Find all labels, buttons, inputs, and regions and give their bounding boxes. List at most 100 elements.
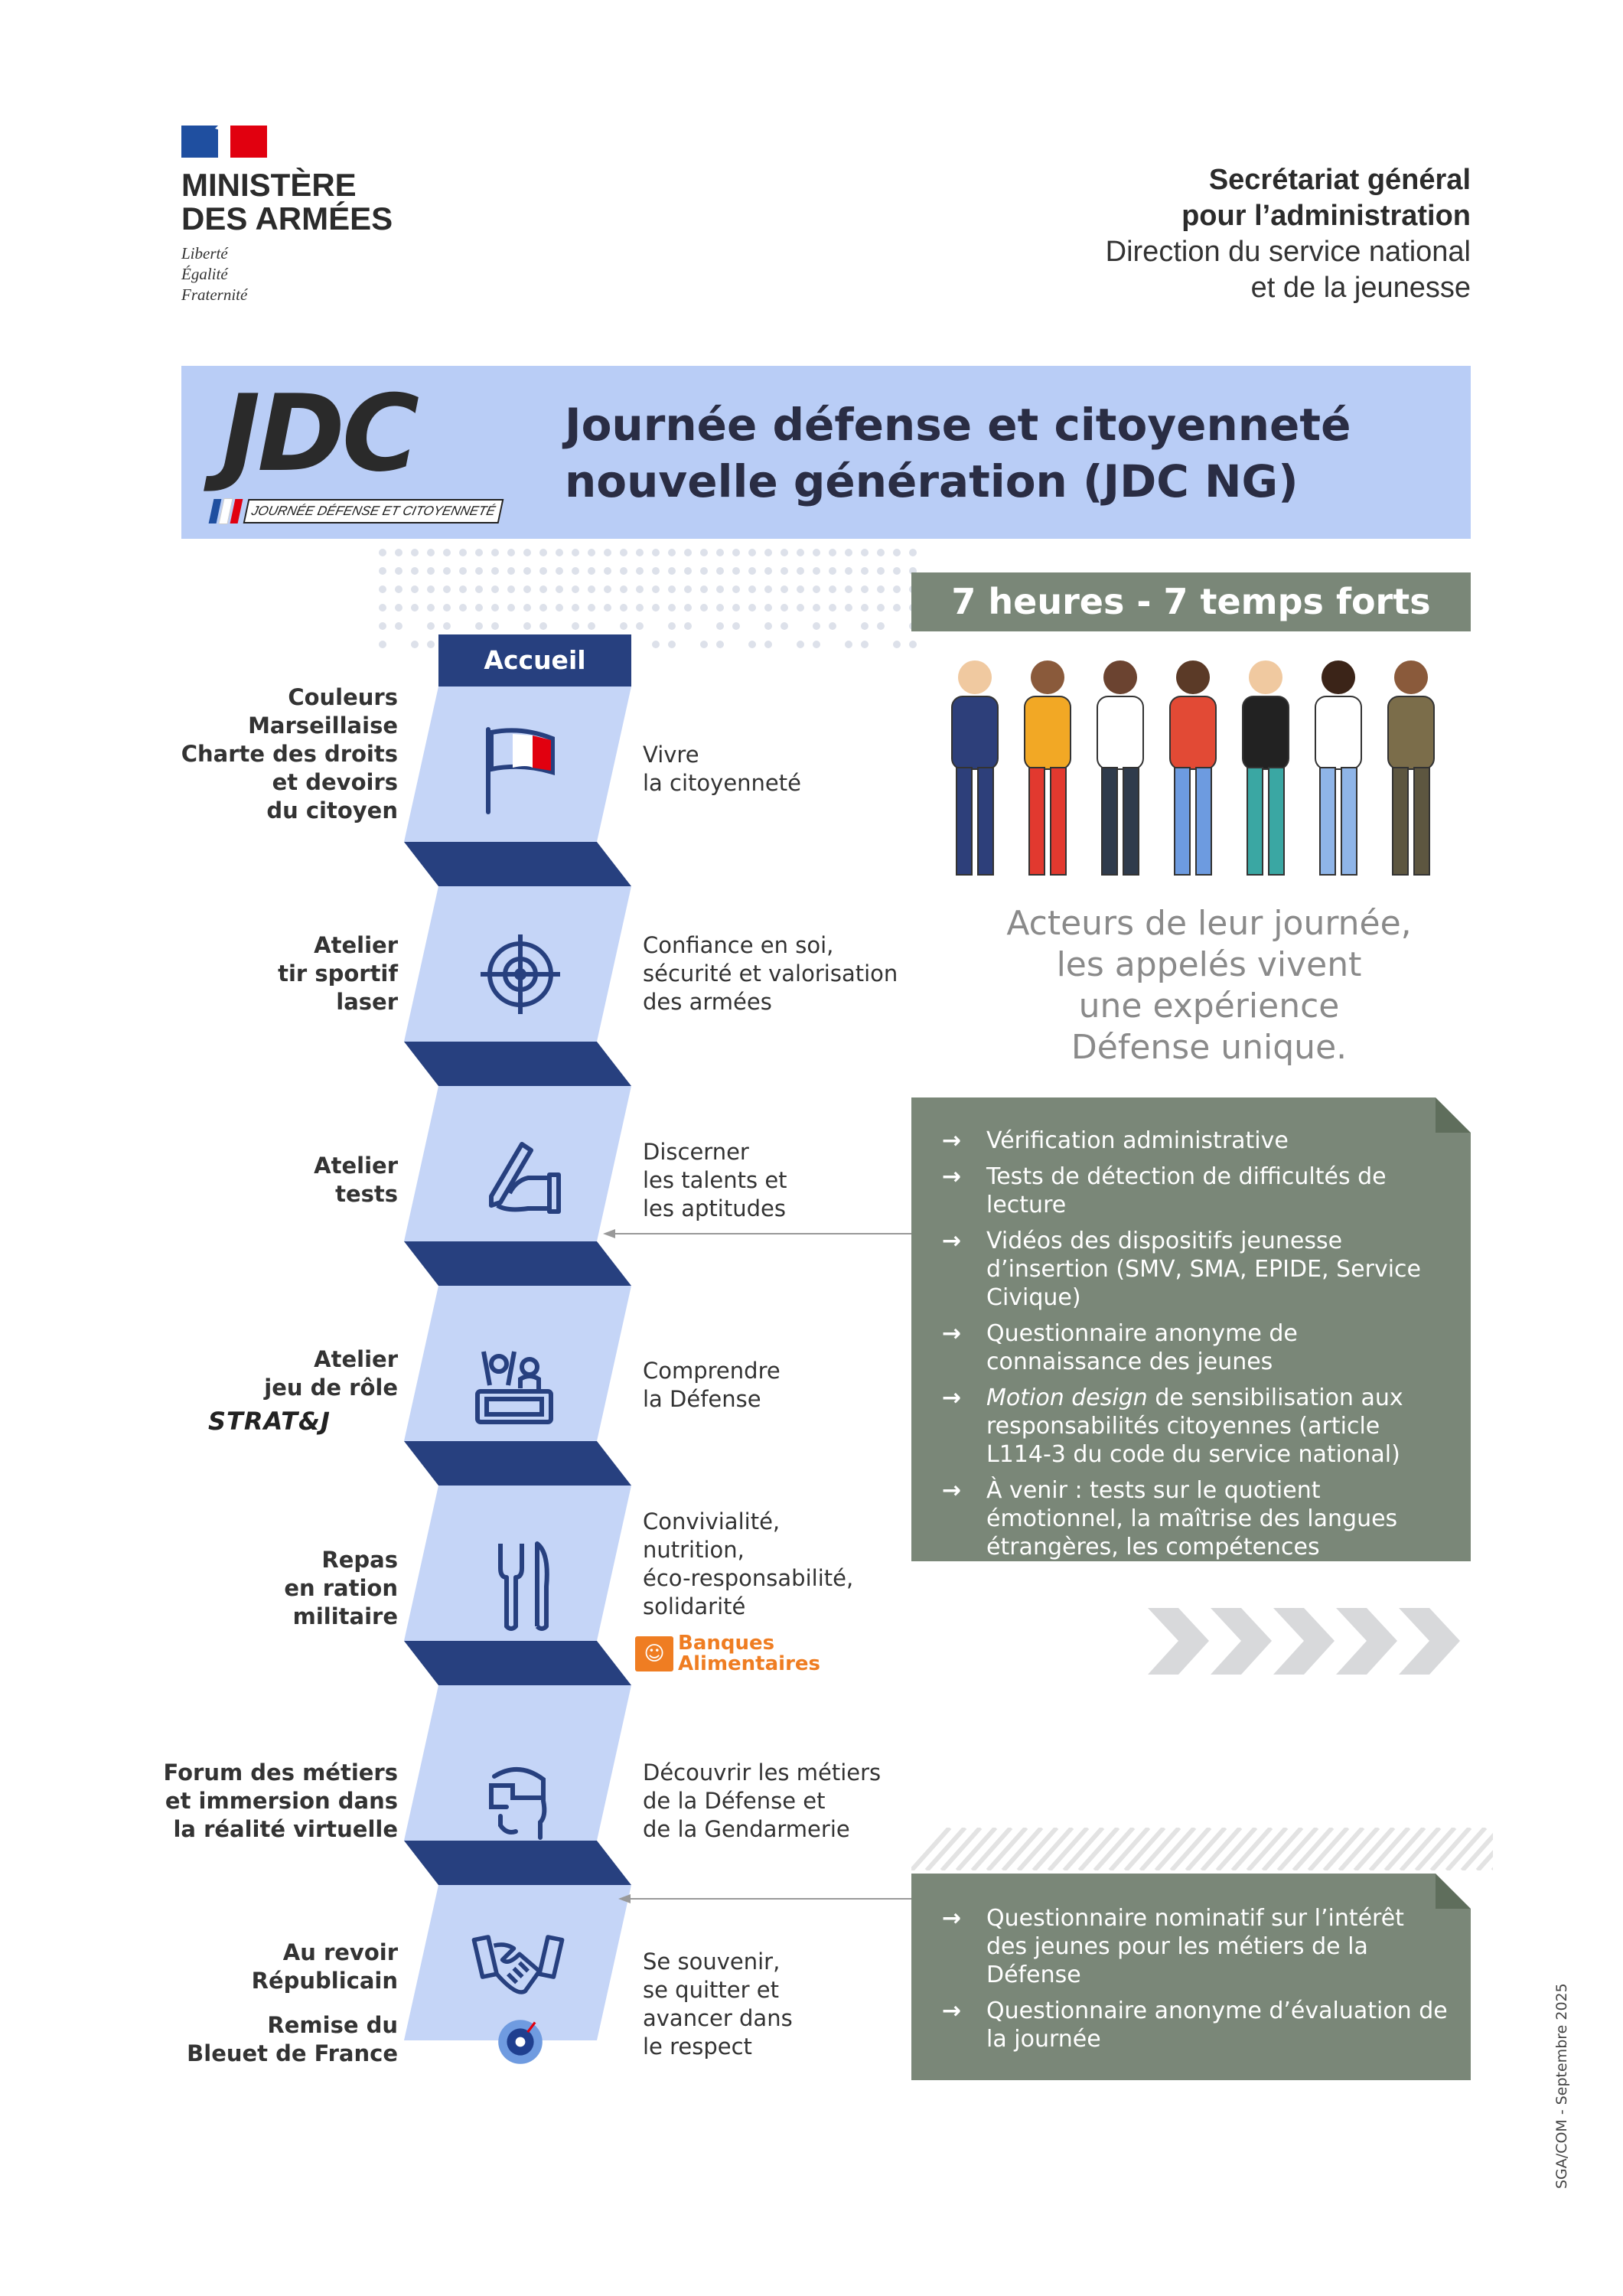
dot <box>845 567 852 575</box>
stripe <box>1338 1828 1380 1870</box>
banques-alimentaires-logo: ☺ Banques Alimentaires <box>635 1633 820 1675</box>
dot <box>861 567 869 575</box>
dot <box>877 604 885 612</box>
first-session-activities-box: →Vérification administrative →Tests de d… <box>911 1097 1471 1589</box>
dot <box>797 585 804 593</box>
dot <box>797 604 804 612</box>
dot <box>636 585 644 593</box>
dot <box>652 585 660 593</box>
dot <box>813 641 820 648</box>
stripe <box>911 1828 952 1870</box>
person-leg <box>1319 767 1336 876</box>
dot <box>668 604 676 612</box>
dot <box>893 604 901 612</box>
dot <box>845 585 852 593</box>
dot <box>379 622 386 630</box>
dot <box>813 604 820 612</box>
stripe <box>1276 1828 1319 1870</box>
handshake-icon <box>471 1935 565 1994</box>
list-item: →Vidéos des dispositifs jeunesse d’inser… <box>942 1228 1421 1311</box>
dot <box>668 567 676 575</box>
stripe <box>1307 1828 1350 1870</box>
list-item: →Tests de détection de difficultés de le… <box>942 1163 1387 1218</box>
dot <box>556 604 563 612</box>
list-item: →Vérification administrative <box>942 1127 1289 1154</box>
dot <box>764 549 772 556</box>
list-item: →Questionnaire nominatif sur l’intérêt d… <box>942 1905 1404 1988</box>
dot <box>764 567 772 575</box>
timeline-panel <box>404 1086 631 1241</box>
role-play-icon <box>475 1351 553 1424</box>
person-torso <box>1097 696 1144 770</box>
dot <box>539 567 547 575</box>
arrow-right-icon: → <box>942 1998 962 2024</box>
dot <box>732 622 740 630</box>
step-label-1: Couleurs Marseillaise Charte des droits … <box>181 684 398 823</box>
dot <box>636 604 644 612</box>
dot <box>797 567 804 575</box>
bleuet-de-france-icon <box>498 2020 543 2064</box>
dot <box>845 549 852 556</box>
dot <box>732 567 740 575</box>
org-line-2: pour l’administration <box>1181 200 1471 232</box>
dot <box>764 604 772 612</box>
person-torso <box>951 696 999 770</box>
dot <box>716 622 724 630</box>
dot <box>732 549 740 556</box>
person-head <box>1176 660 1210 694</box>
dot <box>668 622 676 630</box>
person-leg <box>1413 767 1430 876</box>
dot <box>523 622 531 630</box>
stripe <box>1108 1828 1151 1870</box>
dot <box>475 549 483 556</box>
timeline-fold <box>404 1241 631 1286</box>
stripe <box>1047 1828 1090 1870</box>
dot <box>556 567 563 575</box>
dot <box>732 604 740 612</box>
stratj-brand-logo: STRAT&J <box>208 1407 331 1436</box>
person-leg <box>1268 767 1285 876</box>
dot <box>636 567 644 575</box>
stripe <box>1368 1828 1411 1870</box>
dot <box>700 567 708 575</box>
dot <box>861 604 869 612</box>
list-item: →Questionnaire anonyme de connaissance d… <box>942 1320 1298 1375</box>
dot <box>427 567 435 575</box>
dot <box>893 549 901 556</box>
dot <box>411 585 419 593</box>
stripe <box>924 1828 967 1870</box>
dot <box>700 549 708 556</box>
step-label-2: Atelier tir sportif laser <box>278 932 398 1015</box>
dot <box>877 567 885 575</box>
folded-corner <box>1436 1097 1471 1133</box>
dot <box>909 641 917 648</box>
timeline-fold <box>404 842 631 886</box>
org-line-3: Direction du service national <box>1105 236 1471 268</box>
dot <box>379 549 386 556</box>
chevron-icon <box>1148 1608 1209 1675</box>
person-leg <box>1247 767 1263 876</box>
dot <box>411 604 419 612</box>
dot <box>636 622 644 630</box>
person-torso <box>1242 696 1289 770</box>
dot <box>459 567 467 575</box>
person-head <box>958 660 992 694</box>
highlights-heading: 7 heures - 7 temps forts <box>911 572 1471 631</box>
stripe <box>1093 1828 1136 1870</box>
dot <box>620 622 627 630</box>
dot <box>572 604 579 612</box>
document-credit: SGA/COM - Septembre 2025 <box>1553 1983 1570 2189</box>
dot <box>877 622 885 630</box>
dot <box>620 585 627 593</box>
dot <box>539 604 547 612</box>
dot <box>411 567 419 575</box>
stripe <box>1185 1828 1227 1870</box>
stripe <box>1399 1828 1442 1870</box>
flag-icon <box>486 727 555 814</box>
person-leg <box>977 767 994 876</box>
dot <box>893 585 901 593</box>
dot <box>893 567 901 575</box>
stripes-decoration <box>911 1828 1493 1870</box>
dot <box>845 604 852 612</box>
dot <box>459 585 467 593</box>
